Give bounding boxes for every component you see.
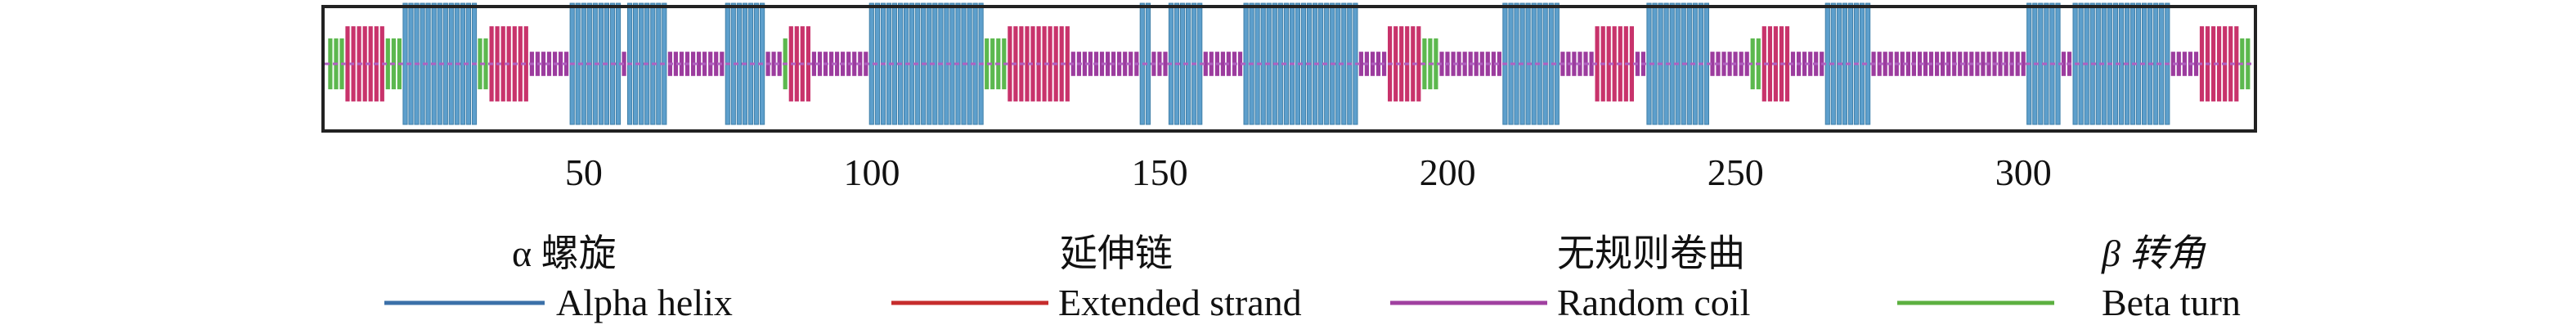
residue-bar-coil [1923,52,1928,76]
residue-bar-coil [2004,52,2008,76]
legend-en-coil: Random coil [1557,282,1750,323]
residue-bar-coil [2176,52,2181,76]
residue-bar-strand [345,26,350,102]
residue-bar-coil [1220,52,1225,76]
residue-bar-coil [1981,52,1986,76]
legend-en-turn: Beta turn [2102,282,2241,323]
residue-bar-coil [2061,52,2067,76]
residue-bar-coil [541,52,546,76]
legend-cn-helix: α 螺旋 [512,232,617,274]
residue-bar-strand [362,26,367,102]
legend-en-strand: Extended strand [1058,282,1302,323]
residue-bar-strand [1025,26,1030,102]
residue-bar-strand [1784,26,1790,102]
residue-bar-strand [368,26,373,102]
residue-bar-coil [835,52,840,76]
residue-bar-coil [1456,52,1461,76]
residue-bar-coil [1589,52,1594,76]
residue-bar-helix [1318,2,1324,125]
residue-bar-strand [500,26,505,102]
residue-bar-strand [1612,26,1617,102]
residue-bar-coil [1203,52,1208,76]
residue-bar-coil [2021,52,2026,76]
residue-bar-coil [771,52,776,76]
residue-bar-coil [1163,52,1168,76]
residue-bar-strand [1595,26,1600,102]
residue-bar-coil [1082,52,1087,76]
residue-bar-turn [1434,38,1438,90]
plot-frame [321,5,2257,133]
x-axis-ticks: 50 100 150 200 250 300 [565,151,2052,193]
residue-bar-coil [1237,52,1243,76]
x-tick-label: 250 [1708,151,1764,193]
residue-bar-strand [2234,26,2239,102]
residue-bar-coil [829,52,834,76]
residue-bar-coil [1710,52,1715,76]
residue-bar-coil [1497,52,1501,76]
residue-bar-coil [1808,52,1813,76]
residue-bar-coil [1572,52,1577,76]
residue-bar-strand [2217,26,2222,102]
residue-bar-turn [483,38,488,90]
residue-bar-strand [1393,26,1398,102]
residue-bar-helix [598,2,604,125]
residue-bar-coil [673,52,678,76]
residue-bar-strand [1008,26,1012,102]
legend-cn-coil: 无规则卷曲 [1557,232,1745,274]
legend-cn-turn: β 转角 [2101,232,2206,274]
residue-bar-turn [328,38,333,90]
residue-bar-coil [1941,52,1945,76]
residue-bar-strand [1629,26,1634,102]
residue-bar-coil [1088,52,1093,76]
residue-bar-coil [1727,52,1732,76]
residue-bar-coil [1905,52,1910,76]
residue-bar-turn [385,38,390,90]
residue-bar-coil [679,52,684,76]
residue-bar-coil [811,52,816,76]
residue-bar-turn [985,38,990,90]
residue-bar-coil [1376,52,1381,76]
residue-bar-coil [1963,52,1968,76]
residue-bar-helix [909,2,915,125]
residue-bar-coil [714,52,719,76]
x-tick-label: 150 [1132,151,1188,193]
residue-bar-coil [1491,52,1496,76]
x-tick-label: 50 [565,151,603,193]
residue-bar-strand [1767,26,1772,102]
residue-bar-coil [1802,52,1807,76]
residue-bar-coil [622,52,626,76]
residue-bar-strand [518,26,523,102]
residue-bar-strand [523,26,528,102]
residue-bar-coil [559,52,563,76]
legend-en-helix: Alpha helix [556,282,733,323]
residue-bar-strand [1416,26,1421,102]
residue-bar-coil [1998,52,2003,76]
residue-bar-strand [794,26,799,102]
legend: α 螺旋 延伸链 无规则卷曲 β 转角 Alpha helix Extended… [384,232,2241,323]
residue-bar-coil [697,52,702,76]
residue-bar-helix [2135,2,2142,125]
x-tick-label: 300 [1995,151,2052,193]
residue-bar-coil [1358,52,1363,76]
residue-bar-strand [1399,26,1404,102]
residue-bar-coil [1123,52,1128,76]
residue-bar-strand [1048,26,1052,102]
residue-bar-coil [1900,52,1905,76]
residue-bar-coil [777,52,782,76]
residue-bar-coil [852,52,857,76]
residue-bar-turn [990,38,995,90]
residue-bar-coil [1744,52,1749,76]
residue-bar-coil [2193,52,2199,76]
residue-bar-strand [2211,26,2216,102]
residue-bar-turn [1750,38,1755,90]
residue-bar-coil [1958,52,1963,76]
residue-bar-helix [753,2,760,125]
x-tick-label: 200 [1420,151,1476,193]
residue-bar-strand [1065,26,1070,102]
residue-bar-coil [1474,52,1479,76]
residue-bar-coil [1106,52,1111,76]
residue-bar-coil [1883,52,1887,76]
x-tick-label: 100 [844,151,900,193]
legend-cn-strand: 延伸链 [1060,232,1173,274]
